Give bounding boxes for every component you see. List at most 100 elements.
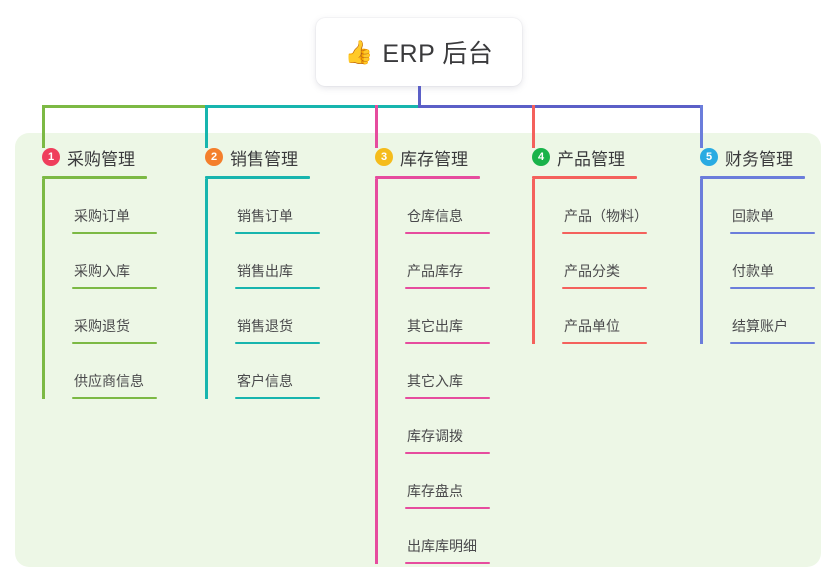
- branch-number-badge: 4: [532, 148, 550, 166]
- branch-spine: [700, 179, 703, 344]
- branch-item-rule: [405, 287, 490, 289]
- branch-item-label: 销售出库: [237, 263, 293, 279]
- branch-item[interactable]: 其它出库: [375, 289, 490, 344]
- branch-item[interactable]: 其它入库: [375, 344, 490, 399]
- branch-item-label: 采购退货: [74, 318, 130, 334]
- branch-item-list: 回款单付款单结算账户: [700, 179, 815, 344]
- branch-item[interactable]: 产品单位: [532, 289, 648, 344]
- branch-item-label: 采购订单: [74, 208, 130, 224]
- branch-item-rule: [562, 287, 647, 289]
- branch-item-rule: [562, 232, 647, 234]
- branch-header-2[interactable]: 2 销售管理: [205, 145, 320, 169]
- branch-title: 销售管理: [230, 149, 298, 169]
- branch-item[interactable]: 产品库存: [375, 234, 490, 289]
- branch-item-rule: [235, 342, 320, 344]
- branch-item-label: 仓库信息: [407, 208, 463, 224]
- branch-item-rule: [72, 342, 157, 344]
- branch-number-badge: 1: [42, 148, 60, 166]
- branch-item-rule: [72, 287, 157, 289]
- branch-item-label: 客户信息: [237, 373, 293, 389]
- branch-header-1[interactable]: 1 采购管理: [42, 145, 157, 169]
- bus-segment-1: [42, 105, 208, 108]
- branch-item-label: 产品（物料）: [564, 208, 648, 224]
- branch-header-rule: [375, 176, 480, 179]
- drop-line-4: [532, 105, 535, 148]
- drop-line-2: [205, 105, 208, 148]
- branch-number-badge: 3: [375, 148, 393, 166]
- branch-item-list: 产品（物料） 产品分类产品单位: [532, 179, 648, 344]
- branch-item[interactable]: 结算账户: [700, 289, 815, 344]
- branch-item[interactable]: 客户信息: [205, 344, 320, 399]
- branch-item-rule: [730, 232, 815, 234]
- bus-segment-3: [418, 105, 703, 108]
- branch-item-rule: [405, 342, 490, 344]
- branch-item[interactable]: 产品分类: [532, 234, 648, 289]
- branch-item[interactable]: 采购退货: [42, 289, 157, 344]
- branch-item-rule: [405, 232, 490, 234]
- branch-number-badge: 5: [700, 148, 718, 166]
- branch-item-label: 付款单: [732, 263, 774, 279]
- branch-item-rule: [405, 397, 490, 399]
- branches-panel: [15, 133, 821, 567]
- branch-item[interactable]: 仓库信息: [375, 179, 490, 234]
- branch-item-rule: [405, 562, 490, 564]
- branch-item[interactable]: 库存盘点: [375, 454, 490, 509]
- branch-item-list: 仓库信息产品库存其它出库其它入库库存调拨库存盘点出库库明细: [375, 179, 490, 564]
- branch-item[interactable]: 销售订单: [205, 179, 320, 234]
- branch-header-rule: [700, 176, 805, 179]
- branch-title: 采购管理: [67, 149, 135, 169]
- branch-item-rule: [562, 342, 647, 344]
- branch-item-rule: [72, 232, 157, 234]
- branch-item-label: 产品分类: [564, 263, 620, 279]
- drop-line-5: [700, 105, 703, 148]
- drop-line-3: [375, 105, 378, 148]
- drop-line-1: [42, 105, 45, 148]
- branch-title: 财务管理: [725, 149, 793, 169]
- branch-title: 库存管理: [400, 149, 468, 169]
- branch-item-rule: [730, 287, 815, 289]
- branch-spine: [42, 179, 45, 399]
- branch-item-label: 库存盘点: [407, 483, 463, 499]
- branch-item-list: 采购订单采购入库采购退货供应商信息: [42, 179, 157, 399]
- branch-item-rule: [235, 232, 320, 234]
- branch-item-rule: [730, 342, 815, 344]
- branch-column-4: 4 产品管理产品（物料） 产品分类产品单位: [532, 145, 648, 344]
- branch-number-badge: 2: [205, 148, 223, 166]
- branch-title: 产品管理: [557, 149, 625, 169]
- branch-item-rule: [405, 452, 490, 454]
- branch-item-label: 其它入库: [407, 373, 463, 389]
- bus-segment-2: [205, 105, 421, 108]
- branch-item-list: 销售订单销售出库销售退货客户信息: [205, 179, 320, 399]
- branch-item-label: 销售订单: [237, 208, 293, 224]
- branch-item[interactable]: 回款单: [700, 179, 815, 234]
- branch-item[interactable]: 采购订单: [42, 179, 157, 234]
- branch-item-label: 产品单位: [564, 318, 620, 334]
- branch-spine: [205, 179, 208, 399]
- branch-item-label: 其它出库: [407, 318, 463, 334]
- branch-item-label: 出库库明细: [407, 538, 477, 554]
- branch-header-4[interactable]: 4 产品管理: [532, 145, 648, 169]
- branch-item-label: 采购入库: [74, 263, 130, 279]
- branch-item-label: 库存调拨: [407, 428, 463, 444]
- branch-item-label: 销售退货: [237, 318, 293, 334]
- branch-column-5: 5 财务管理回款单付款单结算账户: [700, 145, 815, 344]
- branch-item-rule: [235, 397, 320, 399]
- branch-item[interactable]: 库存调拨: [375, 399, 490, 454]
- root-stem: [418, 86, 421, 108]
- branch-item[interactable]: 销售退货: [205, 289, 320, 344]
- branch-header-rule: [42, 176, 147, 179]
- branch-item[interactable]: 付款单: [700, 234, 815, 289]
- branch-item[interactable]: 采购入库: [42, 234, 157, 289]
- root-node[interactable]: 👍 ERP 后台: [316, 18, 522, 86]
- branch-item-label: 产品库存: [407, 263, 463, 279]
- branch-header-3[interactable]: 3 库存管理: [375, 145, 490, 169]
- branch-item-rule: [235, 287, 320, 289]
- branch-column-1: 1 采购管理采购订单采购入库采购退货供应商信息: [42, 145, 157, 399]
- branch-item[interactable]: 供应商信息: [42, 344, 157, 399]
- branch-item[interactable]: 产品（物料）: [532, 179, 648, 234]
- branch-item[interactable]: 销售出库: [205, 234, 320, 289]
- branch-column-2: 2 销售管理销售订单销售出库销售退货客户信息: [205, 145, 320, 399]
- branch-item[interactable]: 出库库明细: [375, 509, 490, 564]
- branch-header-5[interactable]: 5 财务管理: [700, 145, 815, 169]
- branch-column-3: 3 库存管理仓库信息产品库存其它出库其它入库库存调拨库存盘点出库库明细: [375, 145, 490, 564]
